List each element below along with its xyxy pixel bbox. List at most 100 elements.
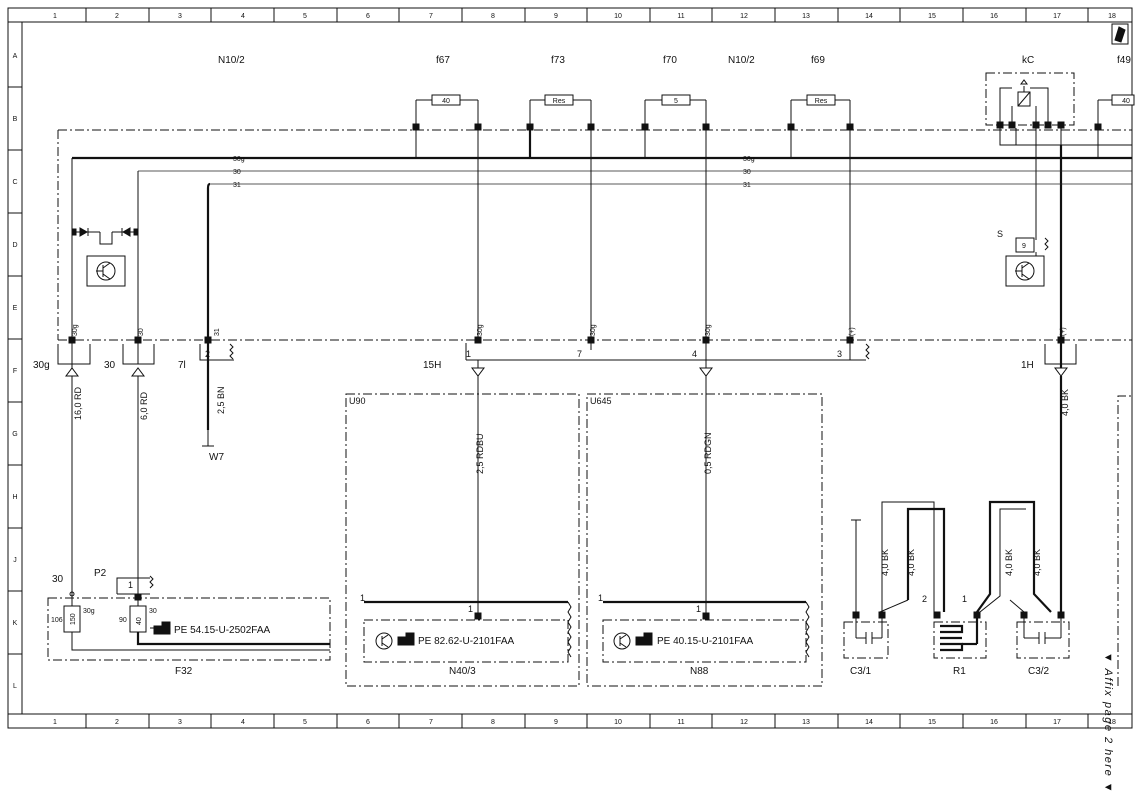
connector-7l-label: 7l: [178, 360, 186, 371]
connector-pin-7: 7: [577, 349, 582, 359]
bus-30g-label-a: 30g: [233, 156, 245, 163]
col-top-4: 4: [241, 13, 245, 20]
f32-module: 30 P2 1 106 150 30g 90 40 30 PE 54.15-U-…: [47, 568, 331, 677]
f32-ref: PE 54.15-U-2502FAA: [174, 625, 270, 636]
col-bottom-15: 15: [928, 719, 936, 726]
n10-2-boundary: [57, 129, 1132, 341]
row-A: A: [13, 53, 18, 60]
affix-page-note: ▼ Affix page 2 here ▼: [1102, 652, 1114, 794]
row-L: L: [13, 683, 17, 690]
f70-label: f70: [663, 55, 677, 66]
relay-s-pin: 9: [1022, 243, 1026, 250]
pin-tag-30g-c: 30g: [590, 324, 597, 336]
pin-tag-30g-d: 30g: [705, 324, 712, 336]
f73-value: Res: [553, 98, 566, 105]
relay-s: S 9: [997, 229, 1049, 287]
connector-pin-2: 2: [205, 349, 210, 359]
col-top-15: 15: [928, 13, 936, 20]
f32-fuse-a-tag: 30g: [83, 608, 95, 615]
u90-ref: PE 82.62-U-2101FAA: [418, 636, 514, 647]
connector-30g-label: 30g: [33, 360, 50, 371]
wire-label-6-rd: 6,0 RD: [139, 391, 149, 420]
col-bottom-9: 9: [554, 719, 558, 726]
f32-fuse-a-val: 150: [70, 613, 77, 625]
u645-label: N88: [690, 666, 709, 677]
wire-label-0-5-rdgn: 0,5 RDGN: [703, 432, 713, 474]
col-bottom-17: 17: [1053, 719, 1061, 726]
row-G: G: [12, 431, 17, 438]
u645-ref: PE 40.15-U-2101FAA: [657, 636, 753, 647]
row-J: J: [13, 557, 17, 564]
connector-15h-label: 15H: [423, 360, 441, 371]
u645-pin-top: 1: [696, 604, 701, 614]
connector-15h: 15H 1 7 4 3: [423, 343, 870, 377]
relay-s-label: S: [997, 229, 1003, 239]
row-C: C: [12, 179, 17, 186]
connector-30: 30: [104, 343, 155, 377]
transistor-icon-n10-2: [86, 255, 126, 287]
col-bottom-5: 5: [303, 719, 307, 726]
n10-2-right-label: N10/2: [728, 55, 755, 66]
connector-pin-3: 3: [837, 349, 842, 359]
f32-label: F32: [175, 666, 193, 677]
col-top-6: 6: [366, 13, 370, 20]
pin-tag-30g: 30g: [72, 324, 79, 336]
f67-label: f67: [436, 55, 450, 66]
fuse-f70: 5: [641, 94, 710, 131]
f32-fuse-b-tag: 30: [149, 608, 157, 615]
col-bottom-13: 13: [802, 719, 810, 726]
ground-w7-label: W7: [209, 452, 224, 463]
hand-pointer-icon-u90: [397, 632, 415, 646]
u90-pin-top: 1: [468, 604, 473, 614]
u90-code: U90: [349, 396, 366, 406]
pin-tag-plus-a: (+): [849, 327, 856, 336]
wire-label-4-bk-a: 4,0 BK: [880, 549, 890, 576]
n10-2-left-label: N10/2: [218, 55, 245, 66]
col-bottom-11: 11: [677, 719, 684, 726]
f32-fuse-a-num: 106: [51, 617, 63, 624]
pin-tag-30g-b: 30g: [477, 324, 484, 336]
col-bottom-8: 8: [491, 719, 495, 726]
col-bottom-2: 2: [115, 719, 119, 726]
f49-label: f49: [1117, 55, 1131, 66]
col-top-9: 9: [554, 13, 558, 20]
col-top-18: 18: [1108, 13, 1116, 20]
f32-fuse-b-num: 90: [119, 617, 127, 624]
row-B: B: [13, 116, 18, 123]
grid-rows: A B C D E F G H J K L: [8, 53, 22, 690]
grid-columns: 1 2 3 4 5 6 7 8 9 10 11 12 13 14 15 16 1…: [53, 8, 1116, 728]
wire-label-4-bk-b: 4,0 BK: [906, 549, 916, 576]
r1-pin1: 1: [962, 594, 967, 604]
f32-fuse-b-val: 40: [136, 617, 143, 625]
fuse-f67: 40: [412, 94, 482, 131]
pin-tag-30: 30: [138, 328, 145, 336]
col-bottom-3: 3: [178, 719, 182, 726]
logo-mark: [1111, 23, 1129, 45]
col-top-16: 16: [990, 13, 998, 20]
lower-right-wiring: C3/1 2 1 R1 C3/2: [843, 395, 1132, 686]
col-bottom-16: 16: [990, 719, 998, 726]
f32-p2: P2: [94, 568, 107, 579]
c3-2-label: C3/2: [1028, 666, 1050, 677]
bus-31-label-a: 31: [233, 182, 241, 189]
col-top-17: 17: [1053, 13, 1061, 20]
connector-1h-label: 1H: [1021, 360, 1034, 371]
fuse-f69: Res: [787, 94, 854, 131]
f73-label: f73: [551, 55, 565, 66]
bus-30-label-a: 30: [233, 169, 241, 176]
connector-pin-4: 4: [692, 349, 697, 359]
pin-tag-plus-b: (+): [1060, 327, 1067, 336]
u645-pin-left: 1: [598, 593, 603, 603]
hand-pointer-icon-u645: [635, 632, 653, 646]
bus-30-label-b: 30: [743, 169, 751, 176]
wire-label-2-5-bn: 2,5 BN: [216, 386, 226, 414]
c3-1-label: C3/1: [850, 666, 872, 677]
u90-label: N40/3: [449, 666, 476, 677]
ground-w7: W7: [202, 430, 224, 463]
f70-value: 5: [674, 98, 678, 105]
kc-label: kC: [1022, 55, 1034, 66]
fuse-f49: 40: [1094, 94, 1135, 131]
f69-label: f69: [811, 55, 825, 66]
r1-label: R1: [953, 666, 966, 677]
f69-value: Res: [815, 98, 828, 105]
